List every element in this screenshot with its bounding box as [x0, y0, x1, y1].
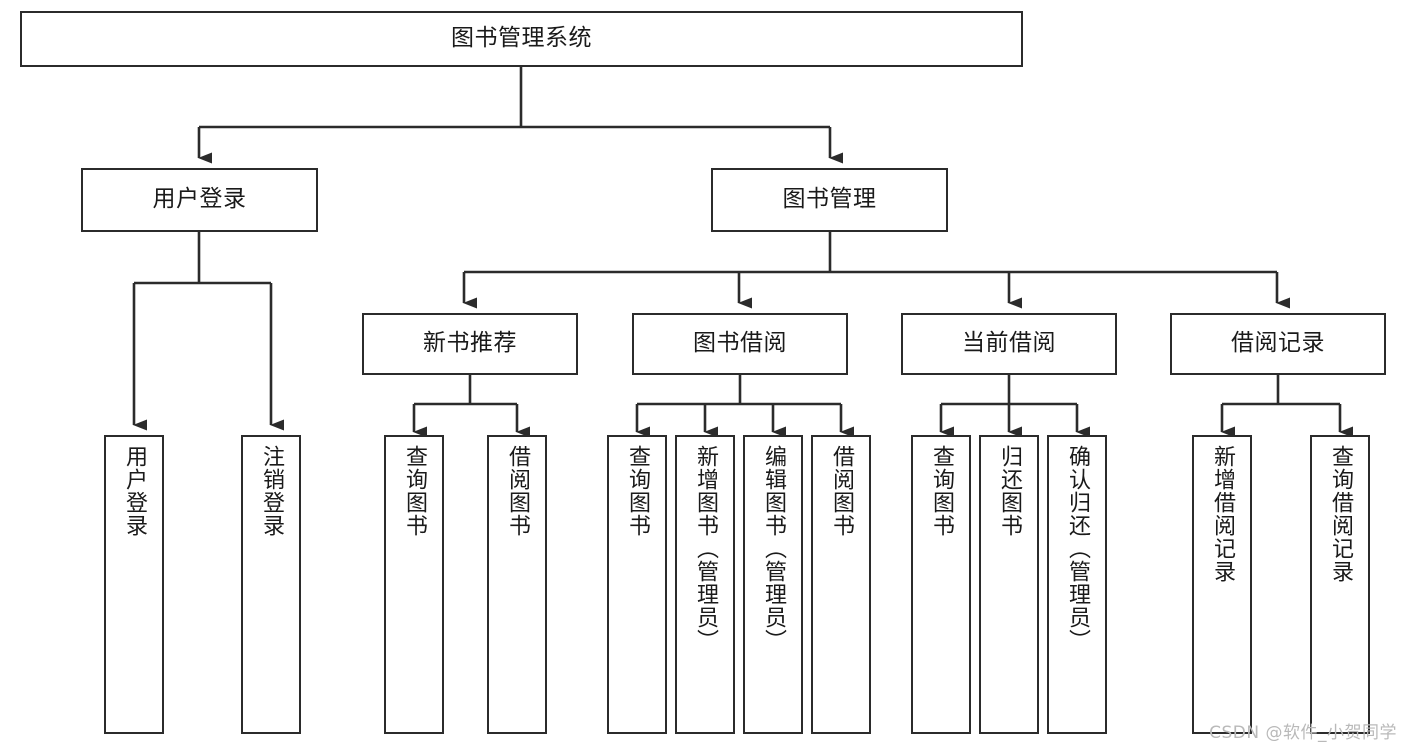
node-book-management-label: 图书管理 — [782, 186, 877, 213]
leaf-label: 确认归还（管理员） — [1064, 445, 1090, 652]
leaf-label: 查询图书 — [624, 445, 650, 537]
node-book-borrow-label: 图书借阅 — [693, 330, 787, 357]
node-current-borrow-label: 当前借阅 — [962, 330, 1056, 357]
node-root[interactable]: 图书管理系统 — [20, 11, 1023, 67]
node-user-login[interactable]: 用户登录 — [81, 168, 318, 232]
leaf-label: 查询借阅记录 — [1327, 445, 1353, 583]
leaf-current-confirm-return[interactable]: 确认归还（管理员） — [1047, 435, 1107, 734]
node-new-book-recommend-label: 新书推荐 — [423, 330, 517, 357]
leaf-label: 编辑图书（管理员） — [760, 445, 786, 652]
node-new-book-recommend[interactable]: 新书推荐 — [362, 313, 578, 375]
leaf-borrow-add-book[interactable]: 新增图书（管理员） — [675, 435, 735, 734]
leaf-current-query-book[interactable]: 查询图书 — [911, 435, 971, 734]
leaf-borrow-edit-book[interactable]: 编辑图书（管理员） — [743, 435, 803, 734]
leaf-current-return-book[interactable]: 归还图书 — [979, 435, 1039, 734]
leaf-label: 用户登录 — [121, 445, 147, 537]
leaf-borrow-borrow-book[interactable]: 借阅图书 — [811, 435, 871, 734]
leaf-label: 注销登录 — [258, 445, 284, 537]
leaf-user-login-logout[interactable]: 注销登录 — [241, 435, 301, 734]
node-book-management[interactable]: 图书管理 — [711, 168, 948, 232]
leaf-label: 查询图书 — [928, 445, 954, 537]
node-borrow-record-label: 借阅记录 — [1231, 330, 1325, 357]
leaf-user-login-login[interactable]: 用户登录 — [104, 435, 164, 734]
node-current-borrow[interactable]: 当前借阅 — [901, 313, 1117, 375]
leaf-record-add-record[interactable]: 新增借阅记录 — [1192, 435, 1252, 734]
node-root-label: 图书管理系统 — [451, 25, 592, 52]
leaf-record-query-record[interactable]: 查询借阅记录 — [1310, 435, 1370, 734]
node-book-borrow[interactable]: 图书借阅 — [632, 313, 848, 375]
leaf-label: 新增借阅记录 — [1209, 445, 1235, 583]
leaf-new-book-borrow[interactable]: 借阅图书 — [487, 435, 547, 734]
node-user-login-label: 用户登录 — [152, 186, 247, 213]
node-borrow-record[interactable]: 借阅记录 — [1170, 313, 1386, 375]
watermark: CSDN @软件_小贺同学 — [1209, 723, 1397, 743]
leaf-new-book-query[interactable]: 查询图书 — [384, 435, 444, 734]
leaf-label: 新增图书（管理员） — [692, 445, 718, 652]
leaf-borrow-query-book[interactable]: 查询图书 — [607, 435, 667, 734]
leaf-label: 借阅图书 — [504, 445, 530, 537]
leaf-label: 归还图书 — [996, 445, 1022, 537]
leaf-label: 查询图书 — [401, 445, 427, 537]
leaf-label: 借阅图书 — [828, 445, 854, 537]
